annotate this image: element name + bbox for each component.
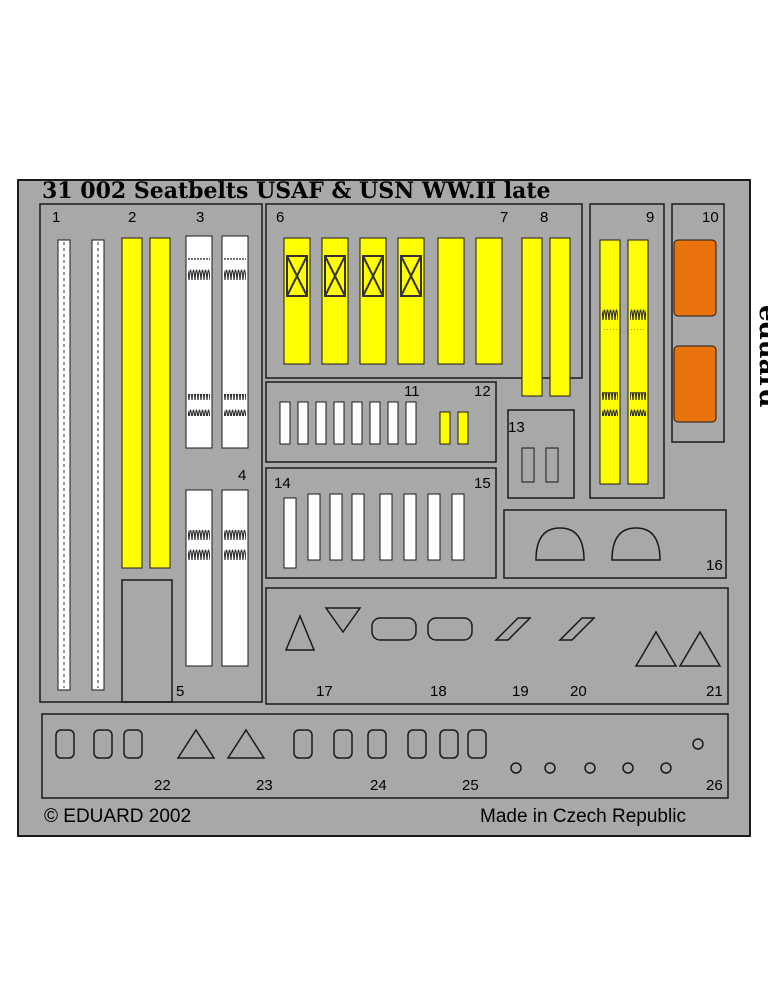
label-17: 17 bbox=[316, 683, 333, 700]
label-3: 3 bbox=[196, 209, 204, 226]
part-11 bbox=[279, 401, 417, 445]
label-18: 18 bbox=[430, 683, 447, 700]
part-3 bbox=[185, 235, 249, 449]
label-13: 13 bbox=[508, 419, 525, 436]
copyright-text: © EDUARD 2002 bbox=[44, 806, 191, 827]
part-6 bbox=[283, 237, 425, 365]
part-9 bbox=[599, 239, 649, 485]
part-7 bbox=[437, 237, 503, 365]
part-2 bbox=[121, 237, 171, 569]
label-19: 19 bbox=[512, 683, 529, 700]
sprue-frame bbox=[39, 203, 729, 799]
label-4: 4 bbox=[238, 467, 246, 484]
label-26: 26 bbox=[706, 777, 723, 794]
part-labels: 1 2 3 4 5 6 7 8 9 10 11 12 13 14 15 16 1… bbox=[52, 209, 723, 794]
label-12: 12 bbox=[474, 383, 491, 400]
label-20: 20 bbox=[570, 683, 587, 700]
parts-17-21 bbox=[284, 607, 722, 667]
label-24: 24 bbox=[370, 777, 387, 794]
part-12 bbox=[439, 411, 469, 445]
label-9: 9 bbox=[646, 209, 654, 226]
label-23: 23 bbox=[256, 777, 273, 794]
label-10: 10 bbox=[702, 209, 719, 226]
origin-text: Made in Czech Republic bbox=[480, 806, 686, 827]
part-16 bbox=[535, 527, 661, 561]
label-1: 1 bbox=[52, 209, 60, 226]
label-21: 21 bbox=[706, 683, 723, 700]
part-4 bbox=[185, 489, 249, 667]
part-14 bbox=[283, 493, 365, 569]
label-25: 25 bbox=[462, 777, 479, 794]
part-8 bbox=[521, 237, 571, 397]
part-10 bbox=[673, 239, 717, 423]
part-15 bbox=[379, 493, 465, 561]
label-14: 14 bbox=[274, 475, 291, 492]
label-7: 7 bbox=[500, 209, 508, 226]
part-1 bbox=[57, 239, 105, 691]
label-6: 6 bbox=[276, 209, 284, 226]
fret-title: 31 002 Seatbelts USAF & USN WW.II late bbox=[42, 178, 551, 204]
label-16: 16 bbox=[706, 557, 723, 574]
label-5: 5 bbox=[176, 683, 184, 700]
label-11: 11 bbox=[404, 383, 420, 400]
label-22: 22 bbox=[154, 777, 171, 794]
label-15: 15 bbox=[474, 475, 491, 492]
part-13 bbox=[521, 447, 559, 483]
label-2: 2 bbox=[128, 209, 136, 226]
brand-logo: eduard bbox=[753, 305, 768, 407]
label-8: 8 bbox=[540, 209, 548, 226]
parts-22-26 bbox=[55, 728, 704, 774]
